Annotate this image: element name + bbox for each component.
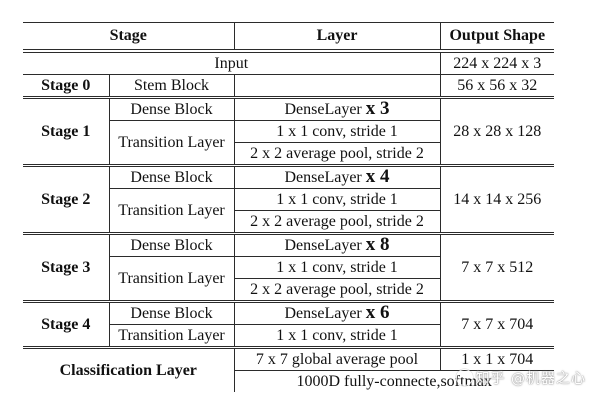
table-row-stage2-dense: Stage 2 Dense Block DenseLayer x 4 14 x … <box>23 165 554 235</box>
stage0-label: Stage 0 <box>23 74 110 99</box>
stage1-dense-layer: DenseLayer x 3 <box>233 97 441 121</box>
stage2-conv: 1 x 1 conv, stride 1 <box>233 188 441 211</box>
watermark-logo-icon <box>455 369 473 386</box>
header-stage: Stage <box>23 22 235 53</box>
stage0-output: 56 x 56 x 32 <box>439 74 554 99</box>
stage3-label: Stage 3 <box>23 233 110 303</box>
stage2-dense-mult: x 4 <box>365 166 390 187</box>
stage4-transition: Transition Layer <box>108 324 235 349</box>
stage1-transition: Transition Layer <box>108 120 235 167</box>
stage4-label: Stage 4 <box>23 301 110 349</box>
stage4-dense-block: Dense Block <box>108 301 235 325</box>
watermark-text: 知乎 @机器之心 <box>475 371 586 387</box>
stage3-pool: 2 x 2 average pool, stride 2 <box>233 278 441 303</box>
classification-fc: 1000D fully-connecte,softmax <box>233 370 554 392</box>
table-row-stage2-conv: Transition Layer 1 x 1 conv, stride 1 <box>23 188 554 235</box>
table-row-stage3-pool: 2 x 2 average pool, stride 2 <box>23 278 554 303</box>
stage2-dense-layer-text: DenseLayer <box>284 169 362 186</box>
stage4-dense-layer: DenseLayer x 6 <box>233 301 441 325</box>
header-layer: Layer <box>233 22 441 53</box>
stage1-dense-block: Dense Block <box>108 97 235 121</box>
input-label: Input <box>23 50 441 75</box>
table-row-input: Input 224 x 224 x 3 <box>23 50 554 75</box>
table-row-stage2-pool: 2 x 2 average pool, stride 2 <box>23 210 554 235</box>
architecture-table: Stage Layer Output Shape Input 224 x 224… <box>23 22 554 392</box>
table-row-classification-fc: 1000D fully-connecte,softmax <box>23 370 554 392</box>
stage4-dense-layer-text: DenseLayer <box>284 305 362 322</box>
stage0-layer-empty <box>233 74 441 99</box>
table-row-stage1-dense: Stage 1 Dense Block DenseLayer x 3 28 x … <box>23 97 554 167</box>
stage1-output: 28 x 28 x 128 <box>439 97 554 167</box>
table-row-stage4-conv: Transition Layer 1 x 1 conv, stride 1 <box>23 324 554 349</box>
table-row-stage1-pool: 2 x 2 average pool, stride 2 <box>23 142 554 167</box>
stage4-output: 7 x 7 x 704 <box>439 301 554 349</box>
classification-label: Classification Layer <box>23 347 235 392</box>
watermark: 知乎 @机器之心 <box>455 368 586 388</box>
stage3-dense-layer: DenseLayer x 8 <box>233 233 441 257</box>
stage2-output: 14 x 14 x 256 <box>439 165 554 235</box>
stage0-block: Stem Block <box>108 74 235 99</box>
classification-pool-output: 1 x 1 x 704 <box>439 347 554 371</box>
stage2-transition: Transition Layer <box>108 188 235 235</box>
table-row-stage3-dense: Stage 3 Dense Block DenseLayer x 8 7 x 7… <box>23 233 554 303</box>
stage2-dense-layer: DenseLayer x 4 <box>233 165 441 189</box>
table-row-classification-pool: Classification Layer 7 x 7 global averag… <box>23 347 554 392</box>
stage3-conv: 1 x 1 conv, stride 1 <box>233 256 441 279</box>
header-output-shape: Output Shape <box>439 22 554 53</box>
stage1-dense-mult: x 3 <box>365 98 390 119</box>
stage3-output: 7 x 7 x 512 <box>439 233 554 303</box>
stage1-conv: 1 x 1 conv, stride 1 <box>233 120 441 143</box>
stage3-dense-mult: x 8 <box>365 234 390 255</box>
table-row-stage0: Stage 0 Stem Block 56 x 56 x 32 <box>23 74 554 99</box>
stage2-label: Stage 2 <box>23 165 110 235</box>
classification-pool: 7 x 7 global average pool <box>233 347 441 371</box>
table-row-stage3-conv: Transition Layer 1 x 1 conv, stride 1 <box>23 256 554 303</box>
stage4-conv: 1 x 1 conv, stride 1 <box>233 324 441 349</box>
table-row-stage1-conv: Transition Layer 1 x 1 conv, stride 1 <box>23 120 554 167</box>
stage3-dense-layer-text: DenseLayer <box>284 237 362 254</box>
stage3-dense-block: Dense Block <box>108 233 235 257</box>
table-header-row: Stage Layer Output Shape <box>23 22 554 53</box>
table-row-stage4-dense: Stage 4 Dense Block DenseLayer x 6 7 x 7… <box>23 301 554 349</box>
input-output: 224 x 224 x 3 <box>439 50 554 75</box>
stage1-label: Stage 1 <box>23 97 110 167</box>
stage4-dense-mult: x 6 <box>365 302 390 323</box>
stage2-dense-block: Dense Block <box>108 165 235 189</box>
stage2-pool: 2 x 2 average pool, stride 2 <box>233 210 441 235</box>
stage1-dense-layer-text: DenseLayer <box>284 101 362 118</box>
stage3-transition: Transition Layer <box>108 256 235 303</box>
stage1-pool: 2 x 2 average pool, stride 2 <box>233 142 441 167</box>
